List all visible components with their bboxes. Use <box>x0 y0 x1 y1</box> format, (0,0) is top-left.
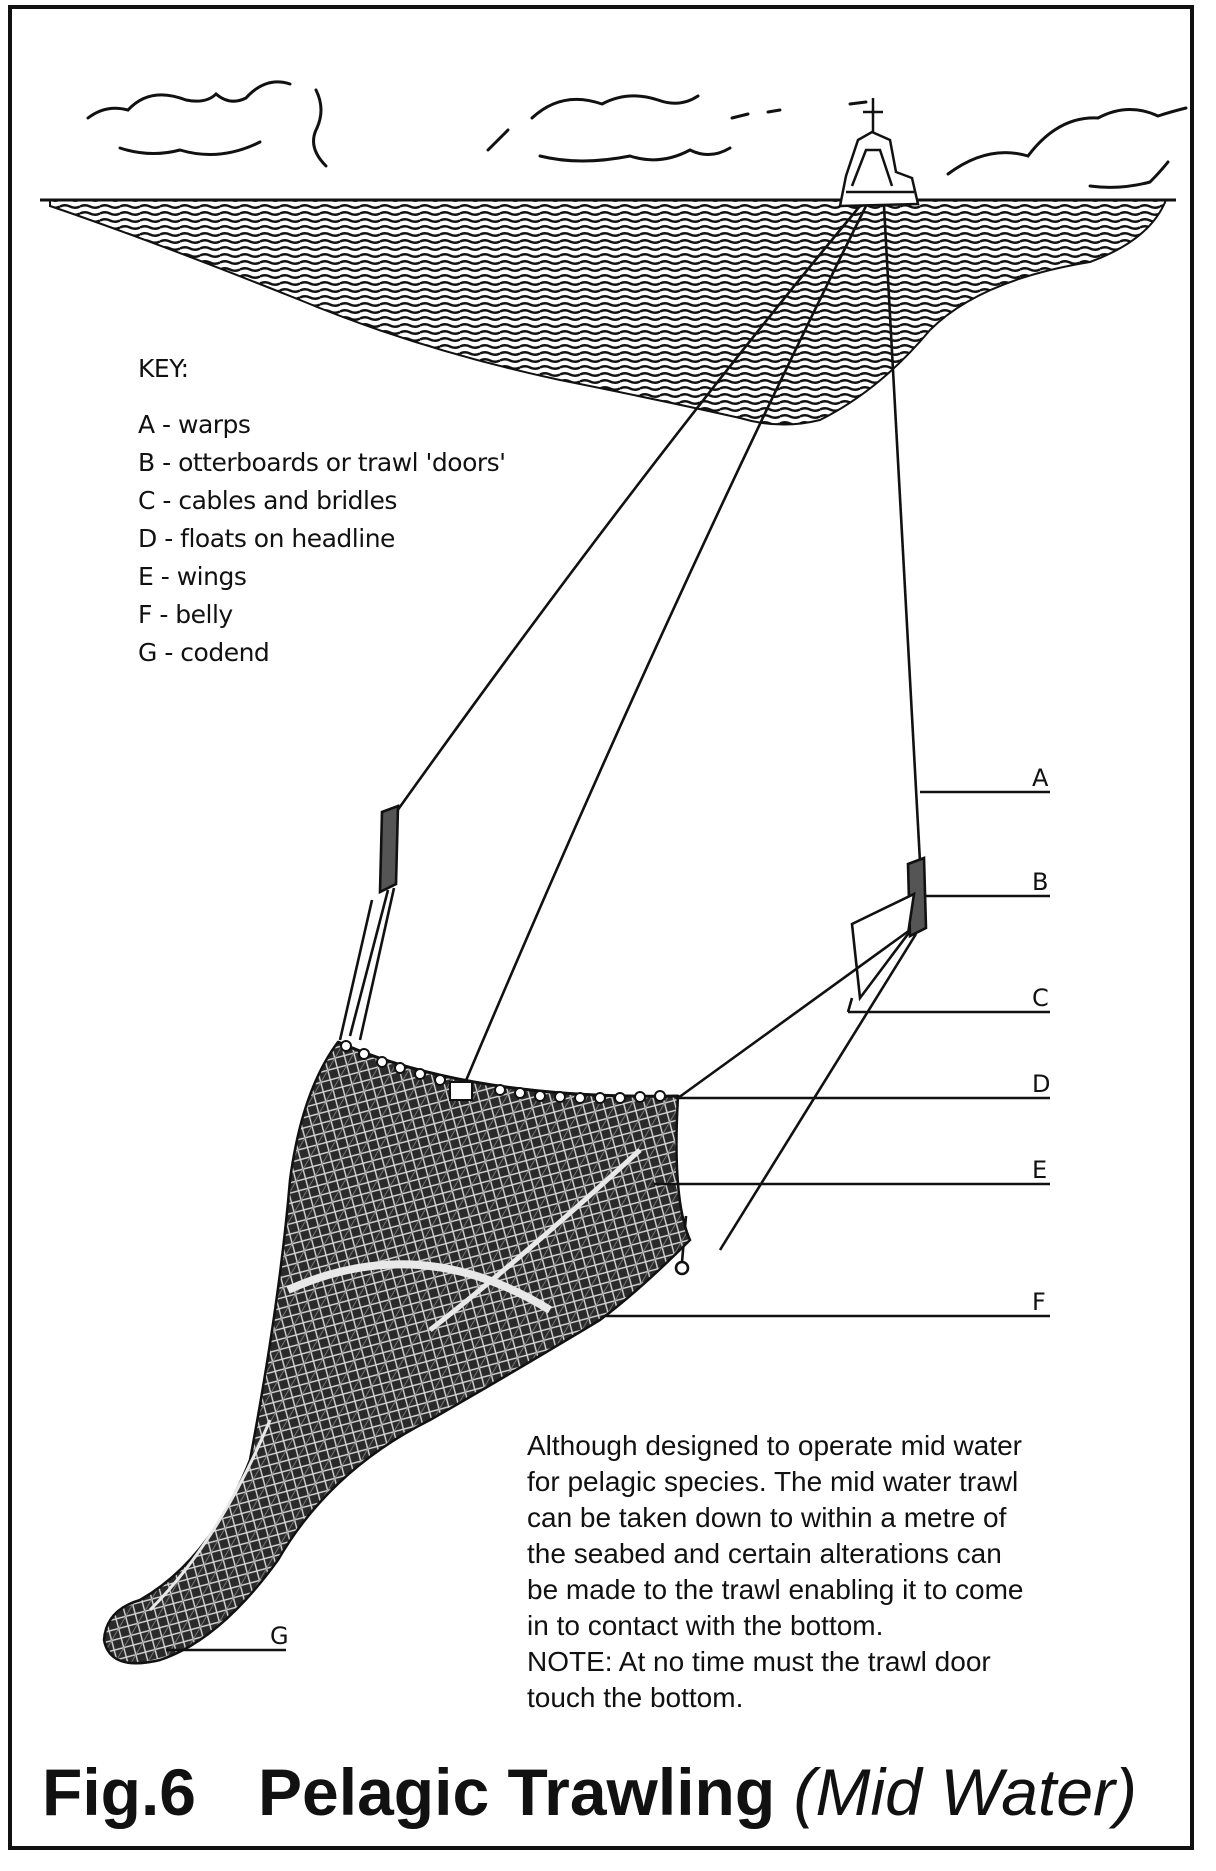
note-line: can be taken down to within a metre of <box>527 1500 1167 1536</box>
key-item-d: D - floats on headline <box>138 520 506 558</box>
key-item-b: B - otterboards or trawl 'doors' <box>138 444 506 482</box>
key-item-c: C - cables and bridles <box>138 482 506 520</box>
otterboard-right <box>676 858 926 1274</box>
otterboard-left <box>340 806 398 1040</box>
note-line: for pelagic species. The mid water trawl <box>527 1464 1167 1500</box>
key-item-g: G - codend <box>138 634 506 672</box>
key-item-f: F - belly <box>138 596 506 634</box>
description-note: Although designed to operate mid water f… <box>527 1428 1167 1716</box>
ship <box>840 98 918 206</box>
note-line: Although designed to operate mid water <box>527 1428 1167 1464</box>
note-line: the seabed and certain alterations can <box>527 1536 1167 1572</box>
figure-title: Pelagic Trawling <box>258 1755 775 1829</box>
figure-subtitle: (Mid Water) <box>794 1755 1137 1829</box>
label-g: G <box>270 1622 289 1650</box>
note-line: touch the bottom. <box>527 1680 1167 1716</box>
note-line: in to contact with the bottom. <box>527 1608 1167 1644</box>
figure-number: Fig.6 <box>42 1755 196 1829</box>
key-item-e: E - wings <box>138 558 506 596</box>
key-item-a: A - warps <box>138 406 506 444</box>
label-f: F <box>1032 1288 1046 1316</box>
label-d: D <box>1032 1070 1050 1098</box>
key-title: KEY: <box>138 350 506 388</box>
label-c: C <box>1032 984 1049 1012</box>
label-b: B <box>1032 868 1048 896</box>
label-a: A <box>1032 764 1048 792</box>
note-line: be made to the trawl enabling it to come <box>527 1572 1167 1608</box>
clouds <box>88 82 1186 187</box>
key-legend: KEY: A - warps B - otterboards or trawl … <box>138 350 506 672</box>
note-line: NOTE: At no time must the trawl door <box>527 1644 1167 1680</box>
label-e: E <box>1032 1156 1047 1184</box>
figure-caption: Fig.6 Pelagic Trawling (Mid Water) <box>42 1752 1137 1832</box>
